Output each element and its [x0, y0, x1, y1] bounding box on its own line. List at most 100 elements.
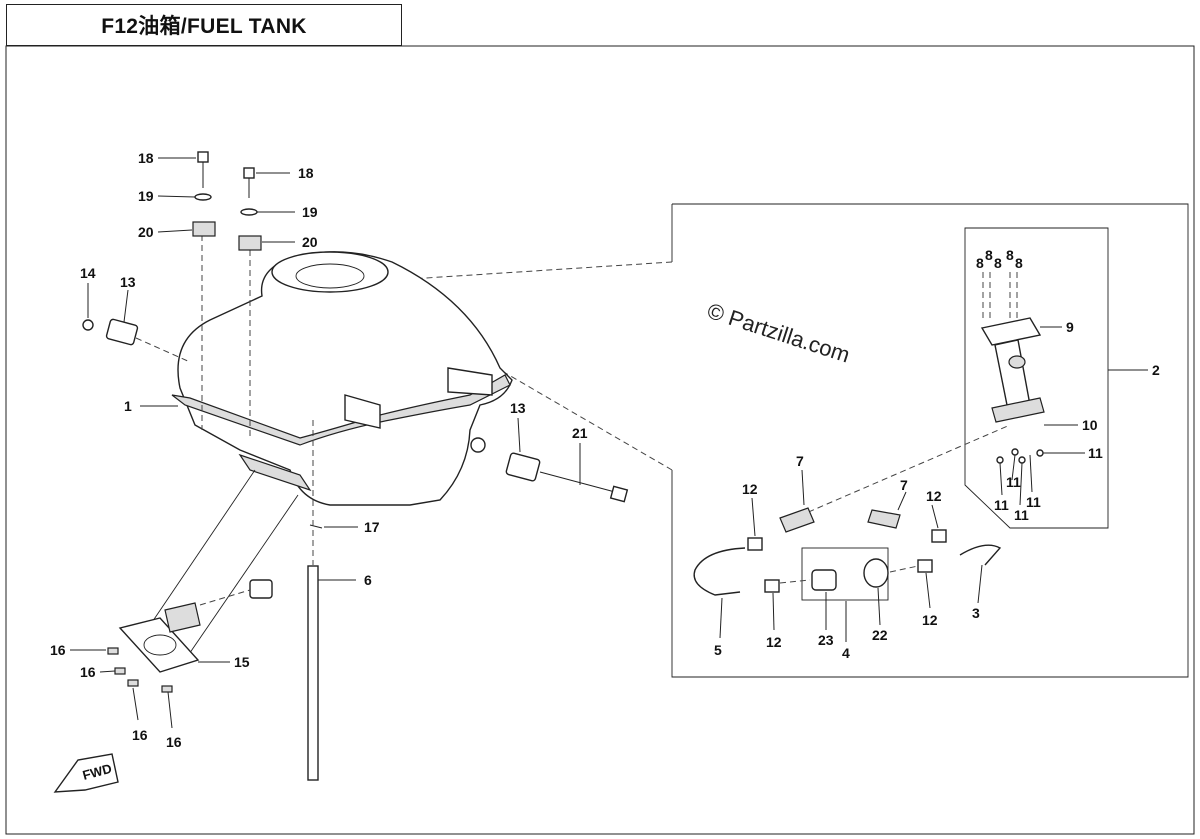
callout-12a: 12: [742, 481, 758, 497]
hose-link-b: [889, 565, 919, 573]
leader-7a: [801, 469, 805, 506]
leader-22: [877, 587, 881, 626]
fuel-pump-upper: [980, 272, 1045, 464]
callout-labels: 18 19 20 18 19 20 14 13 1 13 21 17 6 15 …: [50, 150, 1160, 750]
pump-tube: [994, 339, 1031, 411]
clamp-12-d: [917, 559, 933, 573]
clip-16-a: [107, 647, 119, 655]
leader-19a: [157, 195, 196, 198]
callout-15: 15: [234, 654, 250, 670]
callout-8e: 8: [1015, 255, 1023, 271]
callout-18a: 18: [138, 150, 154, 166]
pump-flange-9: [980, 317, 1042, 346]
callout-16c: 16: [132, 727, 148, 743]
filter-22: [863, 558, 889, 588]
leader-11d: [1019, 462, 1023, 506]
bolt-18-right: [243, 167, 255, 179]
pump-filter-leader: [199, 589, 251, 606]
clip-17: [309, 524, 323, 529]
filler-neck-ring: [271, 251, 389, 293]
callout-5: 5: [714, 642, 722, 658]
leader-3: [977, 564, 983, 604]
leader-13b: [517, 417, 521, 453]
callout-18b: 18: [298, 165, 314, 181]
callout-16a: 16: [50, 642, 66, 658]
pump-gasket-10: [991, 397, 1045, 423]
callout-leaders: [70, 157, 1148, 729]
callout-9: 9: [1066, 319, 1074, 335]
pump-body: [164, 602, 201, 633]
page-title: F12油箱/FUEL TANK: [101, 15, 307, 38]
clamp-12-a: [747, 537, 763, 551]
screw-11-b: [1011, 448, 1019, 456]
washer-19-left: [194, 193, 212, 201]
callout-17: 17: [364, 519, 380, 535]
screw-11-d: [1036, 449, 1044, 457]
bolt-21-head: [609, 485, 629, 503]
leader-13a: [123, 289, 129, 323]
leader-20a: [157, 229, 193, 233]
grommet-20-left: [192, 221, 216, 237]
leader-12b: [931, 504, 939, 529]
callout-19a: 19: [138, 188, 154, 204]
callout-8b: 8: [985, 247, 993, 263]
tank-pump-mount: [238, 453, 312, 492]
leader-7b: [897, 491, 907, 511]
callout-20a: 20: [138, 224, 154, 240]
screw-11-a: [996, 456, 1004, 464]
pump-connector: [1008, 355, 1026, 369]
callout-16d: 16: [166, 734, 182, 750]
clamp-12-c: [764, 579, 780, 593]
callout-22: 22: [872, 627, 888, 643]
callout-11c: 11: [1006, 474, 1021, 490]
leader-11e: [1029, 454, 1033, 493]
filler-neck-inner: [295, 263, 365, 289]
detail-box-outline: [671, 203, 1189, 678]
callout-20b: 20: [302, 234, 318, 250]
nut-14: [82, 319, 94, 331]
callout-13b: 13: [510, 400, 526, 416]
callout-12d: 12: [922, 612, 938, 628]
gasket-15: [118, 617, 200, 673]
pump-guide-line-2: [184, 494, 299, 661]
leader-16c: [132, 687, 139, 721]
callout-23: 23: [818, 632, 834, 648]
grommet-20-right: [238, 235, 262, 251]
leader-5: [719, 597, 723, 639]
fuel-hose-detail: [693, 424, 1011, 601]
fuel-pump-lower: [107, 469, 299, 693]
callout-11a: 11: [1088, 445, 1103, 461]
hose-5: [693, 547, 746, 596]
diagram-frame: [5, 45, 1195, 835]
callout-16b: 16: [80, 664, 96, 680]
callout-12b: 12: [926, 488, 942, 504]
bolt-stack-right: [238, 167, 262, 251]
leader-11b: [999, 462, 1003, 496]
callout-4: 4: [842, 645, 850, 661]
hose-3: [959, 544, 1002, 566]
bolt-stack-left: [192, 151, 216, 237]
pump-guide-line-1: [139, 469, 256, 641]
callout-13a: 13: [120, 274, 136, 290]
hose-link-a: [779, 579, 811, 584]
leader-12d: [925, 572, 931, 609]
forward-arrow: FWD: [53, 753, 119, 793]
callout-8a: 8: [976, 255, 984, 271]
callout-11e: 11: [1026, 494, 1041, 510]
callout-7a: 7: [796, 453, 804, 469]
callout-10: 10: [1082, 417, 1098, 433]
tank-bracket-right: [447, 367, 493, 396]
clamp-12-b: [931, 529, 947, 543]
screw-11-c: [1018, 456, 1026, 464]
callout-7b: 7: [900, 477, 908, 493]
bolt-21-shank: [539, 471, 616, 493]
callout-11b: 11: [994, 497, 1009, 513]
callout-1: 1: [124, 398, 132, 414]
leader-16b: [99, 670, 116, 673]
bolt-18-left: [197, 151, 209, 163]
pump-assembly-box: [964, 227, 1109, 529]
callout-8c: 8: [994, 255, 1002, 271]
pump-filter: [249, 579, 273, 599]
callout-6: 6: [364, 572, 372, 588]
leader-12a: [751, 497, 756, 537]
